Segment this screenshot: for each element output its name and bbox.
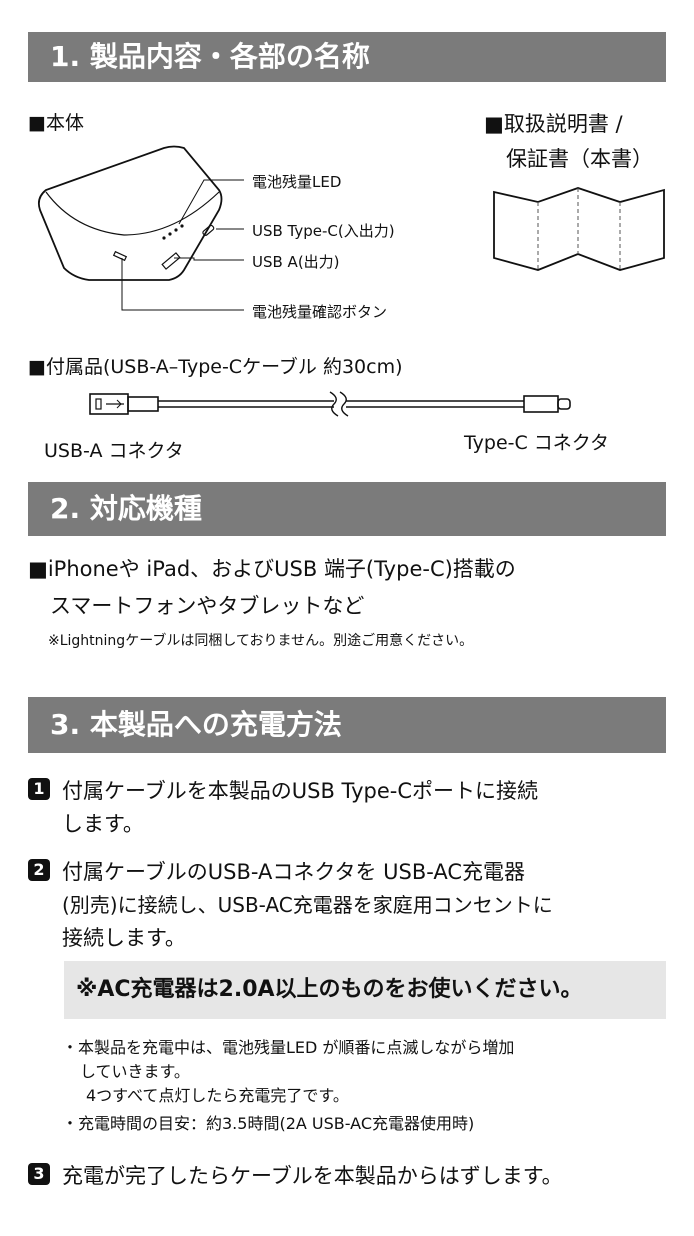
callout-led: 電池残量LED bbox=[252, 173, 342, 191]
bullet1-line3: 4つすべて点灯したら充電完了です。 bbox=[86, 1086, 349, 1105]
accessory-label: ■付属品(USB-A–Type-Cケーブル 約30cm) bbox=[28, 356, 403, 378]
step2-line1: 付属ケーブルのUSB-Aコネクタを USB-AC充電器 bbox=[62, 860, 526, 884]
compat-line1: ■iPhoneや iPad、およびUSB 端子(Type-C)搭載の bbox=[28, 557, 516, 581]
step1-line1: 付属ケーブルを本製品のUSB Type-Cポートに接続 bbox=[62, 779, 538, 803]
callout-button: 電池残量確認ボタン bbox=[252, 303, 388, 321]
bullet2: ・充電時間の目安：約3.5時間(2A USB-AC充電器使用時) bbox=[62, 1114, 475, 1133]
section3-title: 3. 本製品への充電方法 bbox=[28, 697, 666, 753]
compat-note: ※Lightningケーブルは同梱しておりません。別途ご用意ください。 bbox=[48, 633, 474, 649]
manual-label-line2: 保証書（本書） bbox=[506, 147, 653, 171]
connector-a-label: USB-A コネクタ bbox=[44, 440, 184, 462]
step2-line3: 接続します。 bbox=[62, 926, 186, 950]
manual-illustration bbox=[493, 187, 665, 271]
step2-line2: (別売)に接続し、USB-AC充電器を家庭用コンセントに bbox=[62, 893, 553, 917]
connector-c-label: Type-C コネクタ bbox=[464, 432, 610, 454]
ac-charger-note: ※AC充電器は2.0A以上のものをお使いください。 bbox=[64, 961, 666, 1019]
section2-title: 2. 対応機種 bbox=[28, 482, 666, 536]
step3-line1: 充電が完了したらケーブルを本製品からはずします。 bbox=[62, 1164, 563, 1188]
section1-title: 1. 製品内容・各部の名称 bbox=[28, 32, 666, 82]
bullet1-line2: していきます。 bbox=[80, 1062, 190, 1081]
manual-label-line1: ■取扱説明書 / bbox=[484, 112, 623, 136]
step1-line2: します。 bbox=[62, 812, 144, 836]
bullet1-line1: ・本製品を充電中は、電池残量LED が順番に点滅しながら増加 bbox=[62, 1038, 515, 1057]
callout-usbc: USB Type-C(入出力) bbox=[252, 222, 395, 240]
power-bank-illustration bbox=[37, 145, 244, 311]
callout-usba: USB A(出力) bbox=[252, 253, 340, 271]
cable-illustration bbox=[89, 391, 571, 417]
compat-line2: スマートフォンやタブレットなど bbox=[50, 594, 365, 618]
step1-number: 1 bbox=[28, 778, 50, 800]
step3-number: 3 bbox=[28, 1163, 50, 1185]
step2-number: 2 bbox=[28, 859, 50, 881]
body-label: ■本体 bbox=[28, 112, 84, 134]
